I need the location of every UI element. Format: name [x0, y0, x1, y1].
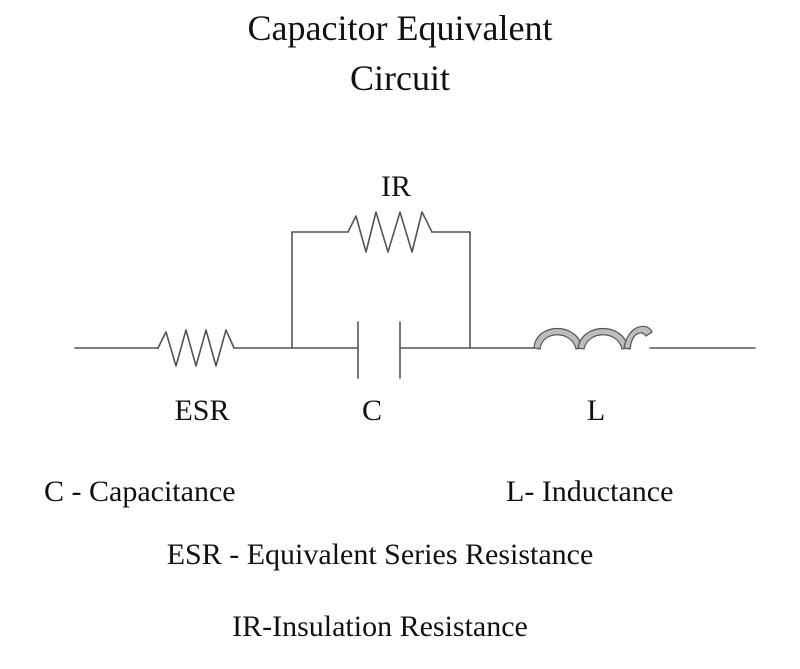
- diagram-title-line-2: Circuit: [350, 58, 450, 98]
- inductor-label: L: [587, 394, 605, 427]
- legend-capacitance: C - Capacitance: [44, 475, 236, 508]
- capacitor-label: C: [362, 394, 382, 427]
- legend-inductance: L- Inductance: [506, 475, 674, 508]
- ir-resistor-symbol: [347, 211, 433, 253]
- legend-esr: ESR - Equivalent Series Resistance: [166, 538, 594, 571]
- legend-ir: IR-Insulation Resistance: [232, 610, 528, 643]
- diagram-title-line-1: Capacitor Equivalent: [247, 8, 553, 48]
- esr-resistor-symbol: [157, 329, 235, 367]
- inductor-coil-2: [577, 327, 629, 350]
- circuit-wires: [74, 211, 756, 379]
- inductor-coil-3: [623, 325, 653, 350]
- inductor-symbol: [533, 325, 653, 350]
- esr-label: ESR: [174, 394, 229, 427]
- ir-label: IR: [381, 170, 411, 203]
- inductor-coil-1: [533, 327, 583, 350]
